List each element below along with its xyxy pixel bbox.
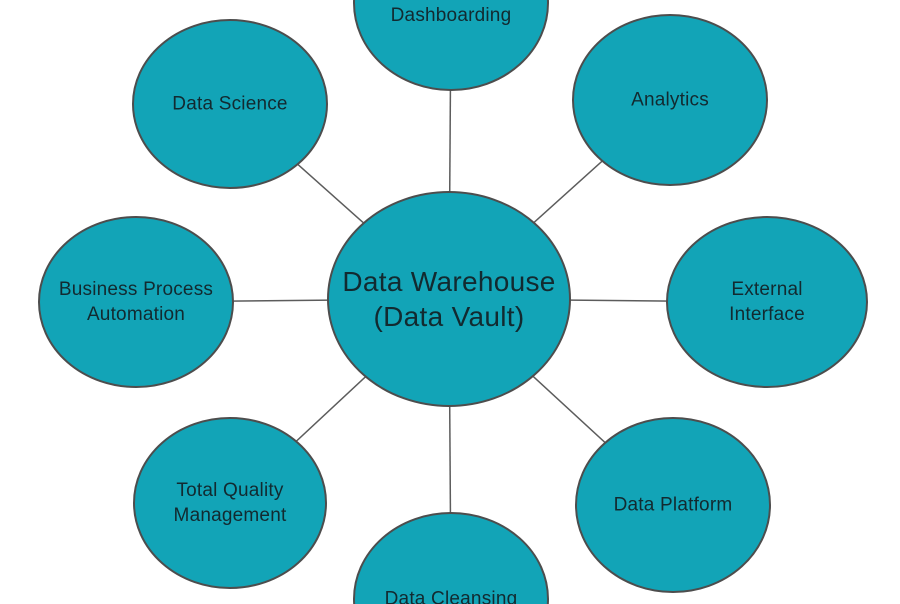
node-analytics: [572, 14, 768, 186]
node-data-cleansing: [353, 512, 549, 604]
node-data-science: [132, 19, 328, 189]
node-external-interface: [666, 216, 868, 388]
node-business-process-automation: [38, 216, 234, 388]
node-reporting-dashboarding: [353, 0, 549, 91]
node-total-quality-management: [133, 417, 327, 589]
node-data-platform: [575, 417, 771, 593]
node-data-warehouse: [327, 191, 571, 407]
